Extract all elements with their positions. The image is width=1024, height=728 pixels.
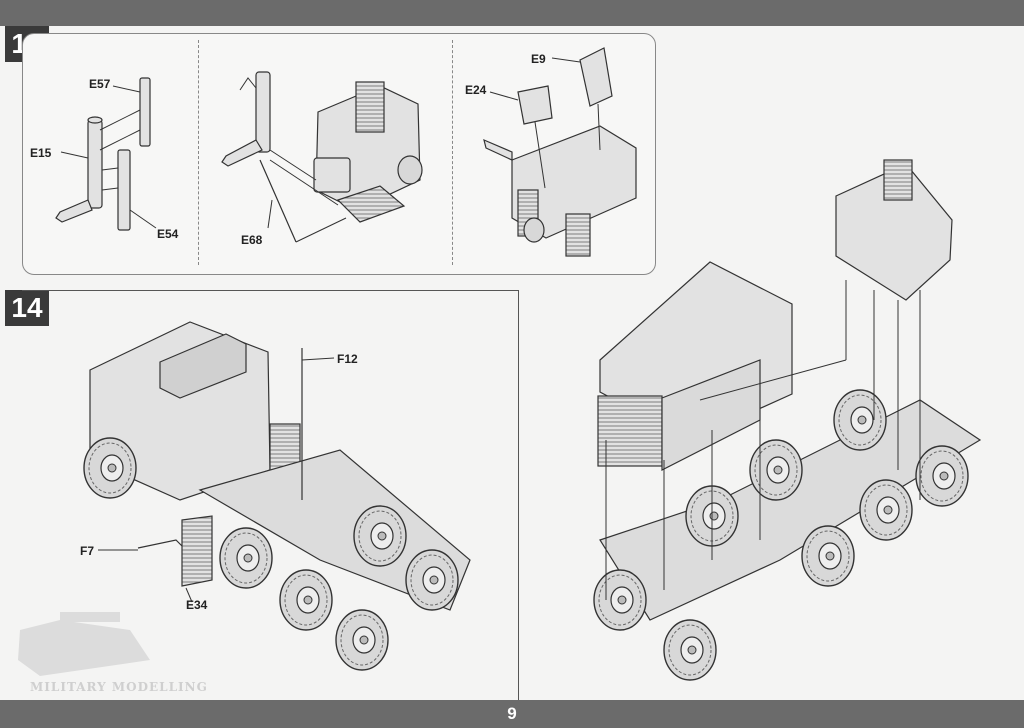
step-13-divider-right: [452, 40, 453, 265]
part-label-f7: F7: [80, 544, 95, 558]
exploded-truck-drawing: [597, 159, 982, 621]
part-label-e15: E15: [30, 146, 52, 160]
part-label-e9: E9: [531, 52, 546, 66]
exhaust-pipe-drawing: [55, 77, 151, 231]
top-header-band: [0, 0, 1024, 26]
part-label-f12: F12: [337, 352, 358, 366]
footer-band: [0, 700, 1024, 728]
assembled-truck-drawing: [89, 321, 471, 611]
watermark-text: MILITARY MODELLING: [30, 680, 208, 694]
cab-rear-module-drawing: [221, 71, 423, 243]
watermark-tank-logo: [18, 612, 150, 676]
step-14-panel: [22, 290, 519, 701]
part-label-e24: E24: [465, 83, 487, 97]
part-label-e57: E57: [89, 77, 111, 91]
page-number: 9: [507, 704, 517, 723]
part-label-e54: E54: [157, 227, 179, 241]
step-14-badge: 14: [5, 290, 49, 326]
cab-floor-drawing: [483, 47, 637, 257]
part-label-e68: E68: [241, 233, 263, 247]
step-13-divider-left: [198, 40, 199, 265]
part-label-e34: E34: [186, 598, 208, 612]
